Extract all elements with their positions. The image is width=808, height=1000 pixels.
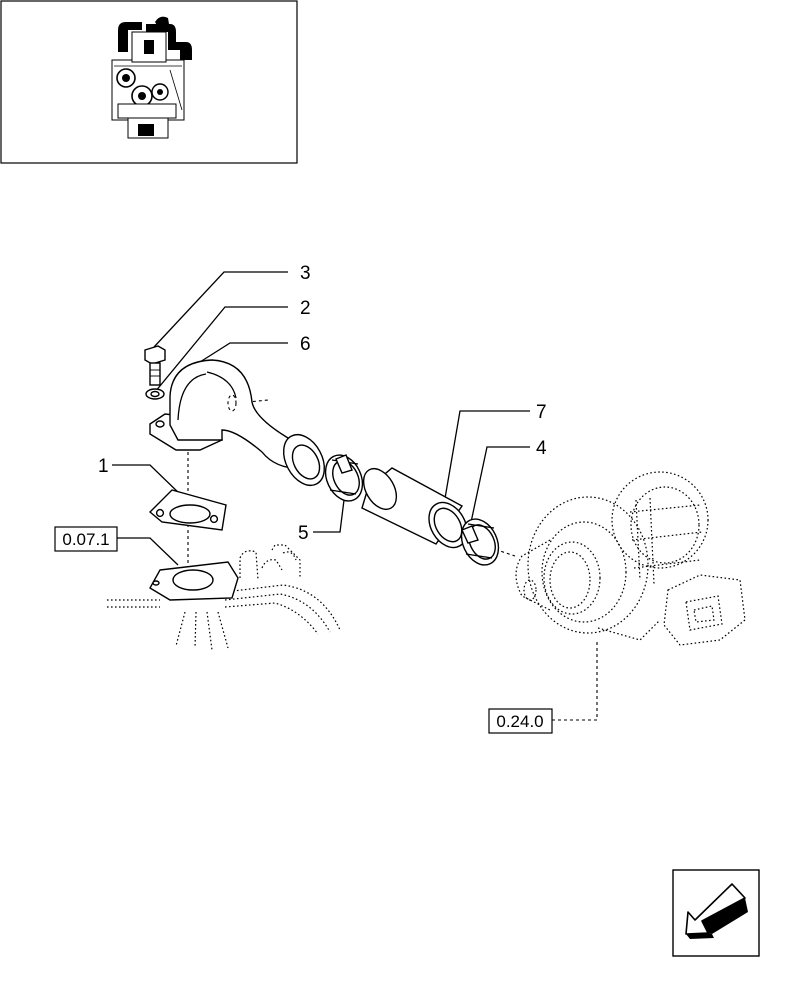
callout-1: 1 (98, 456, 109, 477)
next-page-arrow-icon[interactable] (672, 869, 760, 957)
engine-thumbnail-icon (0, 0, 298, 164)
callout-5: 5 (298, 523, 309, 544)
hose (361, 467, 468, 549)
elbow-pipe (149, 359, 326, 486)
callout-2: 2 (300, 298, 311, 319)
engine-block-outline (107, 544, 341, 651)
base-flange (149, 561, 239, 601)
reference-box-right[interactable]: 0.24.0 (488, 708, 553, 734)
bolt (144, 345, 166, 386)
gasket (148, 489, 227, 531)
callout-6: 6 (300, 334, 311, 355)
reference-label-right[interactable]: 0.24.0 (496, 712, 543, 731)
reference-box-left[interactable]: 0.07.1 (54, 526, 118, 552)
hose-clamp-left (324, 454, 364, 502)
callout-4: 4 (536, 438, 547, 459)
washer (145, 388, 165, 400)
callout-3: 3 (300, 263, 311, 284)
reference-label-left[interactable]: 0.07.1 (62, 530, 109, 549)
callout-7: 7 (536, 402, 547, 423)
hose-clamp-right (460, 518, 500, 566)
turbocharger (515, 471, 746, 646)
